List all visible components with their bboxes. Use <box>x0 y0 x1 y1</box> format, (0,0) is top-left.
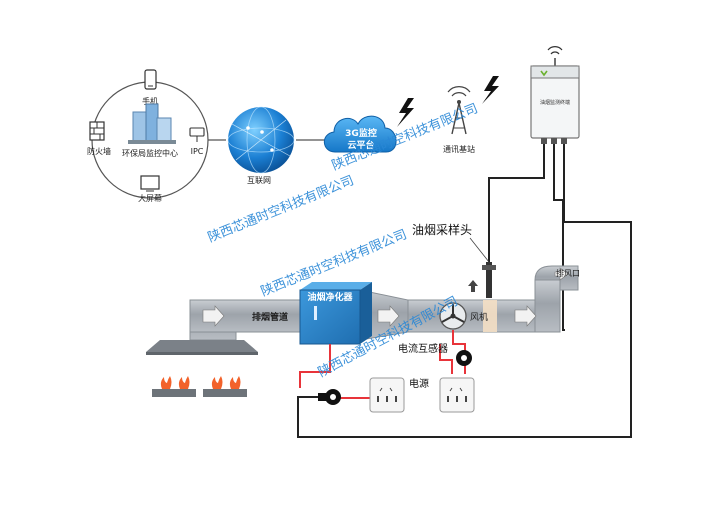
cable-power <box>297 144 632 438</box>
big-screen-icon <box>140 175 160 192</box>
stove-icon <box>203 376 247 397</box>
wifi-icon <box>547 46 563 66</box>
phone-icon <box>144 69 157 90</box>
power-wiring <box>299 330 466 399</box>
purifier-label: 油烟净化器 <box>307 291 353 303</box>
ct-label: 电流互感器 <box>398 342 448 355</box>
socket-icon <box>369 377 405 413</box>
stove-icon <box>152 376 196 397</box>
socket-icon <box>439 377 475 413</box>
stove-group <box>152 376 247 397</box>
lightning-icon <box>397 98 414 127</box>
ipc-label: IPC <box>191 147 204 156</box>
range-hood <box>146 340 258 355</box>
vent-label: 排风口 <box>556 268 580 278</box>
monitoring-center-group: 手机 防火墙 环保局监控中心 IPC 大屏幕 <box>87 69 209 203</box>
center-label: 环保局监控中心 <box>122 148 178 158</box>
fan-label: 风机 <box>470 311 488 323</box>
firewall-icon <box>89 121 105 141</box>
purifier-box <box>299 282 372 345</box>
probe-icon <box>482 262 496 298</box>
lightning-icon <box>482 76 499 104</box>
watermark-text: 陕西芯通时空科技有限公司 <box>206 173 356 245</box>
cloud-label-line2: 云平台 <box>347 139 374 151</box>
ipc-camera-icon <box>189 127 205 142</box>
cloud-label-line1: 3G监控 <box>345 127 377 139</box>
monitor-terminal: 油烟监测终端 <box>530 46 580 144</box>
tower-icon <box>447 86 471 135</box>
ct-icon <box>456 350 472 366</box>
fan-icon <box>439 302 467 330</box>
device-cables <box>297 144 632 438</box>
internet-globe-icon <box>227 106 295 174</box>
phone-label: 手机 <box>142 96 158 106</box>
probe-label: 油烟采样头 <box>412 222 472 237</box>
cable-probe <box>488 144 545 262</box>
big-screen-label: 大屏幕 <box>138 193 162 203</box>
firewall-label: 防火墙 <box>87 146 111 156</box>
tower-label: 通讯基站 <box>443 144 475 154</box>
power-label: 电源 <box>409 377 429 390</box>
cloud-platform-icon <box>323 115 397 153</box>
duct-label: 排烟管道 <box>252 311 288 323</box>
duct-system <box>189 265 579 341</box>
building-icon <box>128 103 176 144</box>
ct-icon <box>318 389 341 405</box>
internet-label: 互联网 <box>247 176 271 185</box>
probe-leader-line <box>469 237 490 263</box>
device-title: 油烟监测终端 <box>540 99 570 106</box>
